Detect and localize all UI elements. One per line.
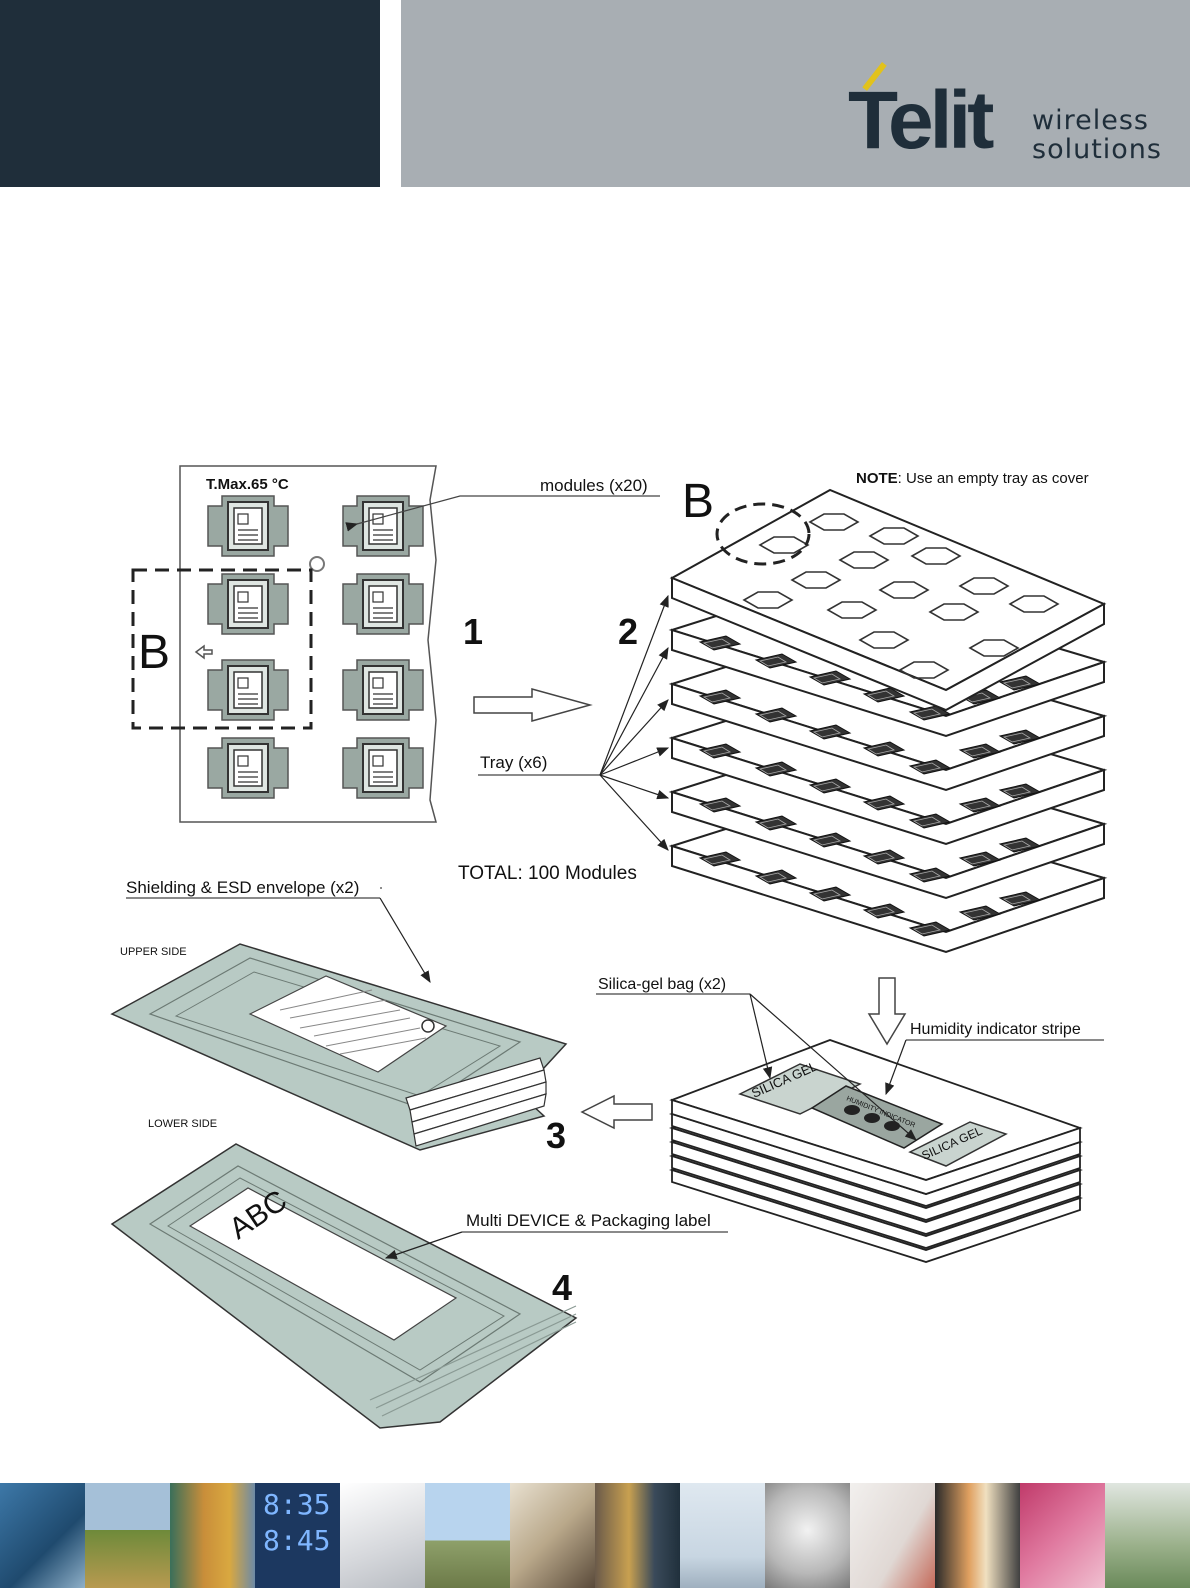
footer-photo	[170, 1483, 255, 1588]
modules-label: modules (x20)	[540, 476, 648, 495]
telit-logo: Telit wireless solutions	[848, 62, 1178, 172]
silica-gel-bag	[908, 1121, 1008, 1167]
detail-b-callout	[715, 502, 811, 566]
footer-photo-strip: 8:35 8:45	[0, 1483, 1190, 1588]
logo-tagline-line-1: wireless	[1032, 105, 1149, 136]
tray-detail: T.Max.65 °C B modules (x20)	[131, 465, 660, 823]
header-dark-panel	[0, 0, 380, 187]
footer-photo	[680, 1483, 765, 1588]
footer-clock-2: 8:45	[263, 1524, 331, 1557]
arrow-right-icon	[473, 688, 593, 722]
header-grey-panel	[401, 0, 1190, 187]
packaging-label-text: Multi DEVICE & Packaging label	[466, 1211, 711, 1230]
footer-photo	[0, 1483, 85, 1588]
tray-max-temp-label: T.Max.65 °C	[206, 476, 289, 493]
step-1: 1	[463, 611, 483, 652]
footer-photo: 8:35 8:45	[255, 1483, 340, 1588]
upper-side-label: UPPER SIDE	[120, 946, 187, 958]
esd-envelope-upper: UPPER SIDE Shielding & ESD envelope (x2)	[110, 878, 568, 1151]
footer-photo	[935, 1483, 1020, 1588]
humidity-label: Humidity indicator stripe	[910, 1021, 1081, 1038]
step-3: 3	[546, 1115, 566, 1156]
detail-b-label: B	[138, 626, 170, 679]
lower-side-label: LOWER SIDE	[148, 1118, 217, 1130]
tray-count-label: Tray (x6)	[480, 753, 547, 772]
footer-photo	[595, 1483, 680, 1588]
envelope-label: Shielding & ESD envelope (x2)	[126, 878, 359, 897]
footer-photo	[425, 1483, 510, 1588]
footer-photo	[850, 1483, 935, 1588]
footer-photo	[1020, 1483, 1105, 1588]
step-4: 4	[552, 1267, 572, 1308]
total-modules-label: TOTAL: 100 Modules	[458, 863, 637, 884]
footer-photo	[1105, 1483, 1190, 1588]
footer-photo	[85, 1483, 170, 1588]
logo-tagline-line-2: solutions	[1032, 134, 1162, 165]
esd-envelope-lower: LOWER SIDE ABC Multi DEVICE & Packaging …	[110, 1118, 728, 1429]
logo-tagline: wireless solutions	[1032, 106, 1162, 164]
logo-name: Telit	[848, 75, 994, 166]
note-text: NOTE: Use an empty tray as cover	[856, 470, 1089, 487]
arrow-left-icon	[580, 1094, 653, 1130]
sealed-stack: SILICA GEL SILICA GEL HUMIDITY INDICATOR…	[596, 976, 1104, 1263]
arrow-down-icon	[867, 977, 907, 1046]
footer-photo	[510, 1483, 595, 1588]
step-2: 2	[618, 611, 638, 652]
footer-photo	[765, 1483, 850, 1588]
footer-clock-1: 8:35	[263, 1488, 331, 1521]
detail-b-label-right: B	[682, 475, 714, 528]
packaging-label-area	[188, 1187, 458, 1341]
silica-gel-label: Silica-gel bag (x2)	[598, 976, 726, 993]
tray-stack: 2 NOTE: Use an empty tray as cover	[458, 470, 1108, 954]
footer-photo	[340, 1483, 425, 1588]
detail-b-frame	[131, 568, 313, 730]
silica-gel-bag	[738, 1063, 862, 1115]
